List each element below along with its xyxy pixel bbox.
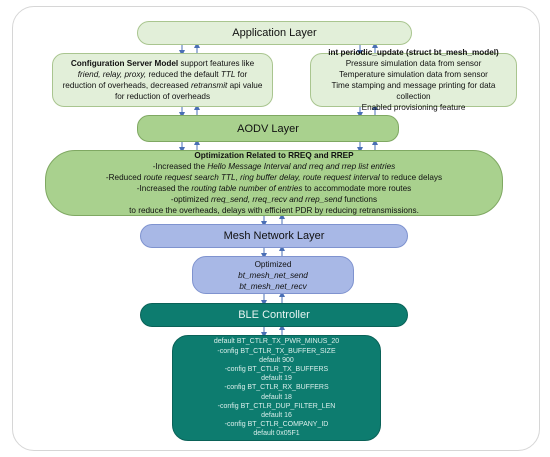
config-server-title: Configuration Server Model <box>70 59 179 68</box>
optimization-line3: -Increased the routing table number of e… <box>52 183 496 194</box>
periodic-update-line: Temperature simulation data from sensor <box>339 70 488 79</box>
ble-config-line: -config BT_CTLR_DUP_FILTER_LEN <box>217 402 336 410</box>
mesh-function-recv: bt_mesh_net_recv <box>239 281 307 291</box>
aodv-layer-label: AODV Layer <box>237 122 299 135</box>
application-layer-label: Application Layer <box>232 27 317 39</box>
optimization-title: Optimization Related to RREQ and RREP <box>194 151 354 160</box>
optimization-text: rreq_send, rreq_recv and rrep_send <box>210 195 343 204</box>
ble-config-line: -config BT_CTLR_TX_BUFFERS <box>224 365 329 373</box>
ble-controller-label: BLE Controller <box>238 309 310 321</box>
ble-config-line: default 900 <box>259 356 294 364</box>
config-server-text: retransmit <box>190 81 228 90</box>
optimization-line4: -optimized rreq_send, rreq_recv and rrep… <box>52 194 496 205</box>
optimization-line5: to reduce the overheads, delays with eff… <box>129 206 419 215</box>
optimization-text: route request search TTL, ring buffer de… <box>143 173 380 182</box>
application-layer-box: Application Layer <box>137 21 412 45</box>
ble-config-box: default BT_CTLR_TX_PWR_MINUS_20 -config … <box>172 335 381 441</box>
mesh-optimized-title: Optimized <box>254 259 292 269</box>
periodic-update-line: Pressure simulation data from sensor <box>345 59 482 68</box>
config-server-line4: for reduction of overheads <box>114 92 211 101</box>
mesh-network-layer-label: Mesh Network Layer <box>223 230 325 242</box>
config-server-text: reduced the default <box>146 70 221 79</box>
periodic-update-title: int periodic_update (struct bt_mesh_mode… <box>328 48 499 57</box>
ble-config-line: default 18 <box>261 393 292 401</box>
optimization-text: -Increased the <box>136 184 192 193</box>
config-server-text: for <box>235 70 248 79</box>
ble-controller-box: BLE Controller <box>140 303 408 327</box>
config-server-text: TTL <box>220 70 236 79</box>
ble-config-line: default 0x05F1 <box>253 430 300 438</box>
config-server-text: support features like <box>178 59 255 68</box>
config-server-box: Configuration Server Model support featu… <box>52 53 273 107</box>
optimization-text: -Reduced <box>105 173 144 182</box>
mesh-function-send: bt_mesh_net_send <box>238 270 308 280</box>
config-server-line3: reduction of overheads, decreased retran… <box>57 80 268 91</box>
periodic-update-box: int periodic_update (struct bt_mesh_mode… <box>310 48 517 112</box>
ble-config-line: -config BT_CTLR_TX_BUFFER_SIZE <box>217 347 336 355</box>
optimization-line1: -Increased the Hello Message Interval an… <box>52 161 496 172</box>
optimization-text: functions <box>342 195 378 204</box>
optimization-text: Hello Message Interval and rreq and rrep… <box>207 162 396 171</box>
optimization-text: routing table number of entries <box>191 184 303 193</box>
ble-config-line: -config BT_CTLR_COMPANY_ID <box>224 421 329 429</box>
optimization-line2: -Reduced route request search TTL, ring … <box>52 172 496 183</box>
periodic-update-line: Enabled provisioning feature <box>361 103 466 112</box>
config-server-line2: friend, relay, proxy, reduced the defaul… <box>57 69 268 80</box>
ble-config-line: default 16 <box>261 412 292 419</box>
ble-config-line: default BT_CTLR_TX_PWR_MINUS_20 <box>213 338 340 346</box>
aodv-layer-box: AODV Layer <box>137 115 399 142</box>
optimization-text: to reduce delays <box>379 173 443 182</box>
optimization-text: -optimized <box>170 195 211 204</box>
config-server-text: reduction of overheads, decreased <box>62 81 191 90</box>
mesh-network-layer-box: Mesh Network Layer <box>140 224 408 248</box>
optimization-box: Optimization Related to RREQ and RREP -I… <box>45 150 503 216</box>
mesh-optimized-box: Optimized bt_mesh_net_send bt_mesh_net_r… <box>192 256 354 294</box>
config-server-line1: Configuration Server Model support featu… <box>57 58 268 69</box>
periodic-update-line: Time stamping and message printing for d… <box>331 81 496 101</box>
config-server-text: friend, relay, proxy, <box>77 70 147 79</box>
ble-config-line: -config BT_CTLR_RX_BUFFERS <box>224 384 329 392</box>
config-server-text: api value <box>227 81 263 90</box>
ble-config-line: default 19 <box>261 375 292 383</box>
optimization-text: -Increased the <box>152 162 208 171</box>
optimization-text: to accommodate more routes <box>302 184 412 193</box>
